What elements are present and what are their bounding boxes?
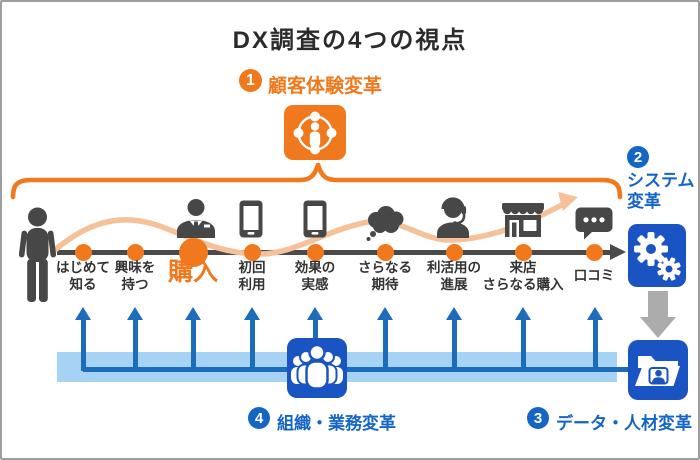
- gears-icon-glyph: [634, 232, 681, 281]
- data-flow-line: [83, 367, 630, 372]
- perspective4-number-badge: 4: [248, 407, 270, 429]
- experience-wave-icon: [52, 192, 578, 257]
- timeline-line: [57, 250, 612, 255]
- up-arrow-icon: [244, 307, 260, 371]
- up-arrow-icon: [587, 307, 603, 371]
- stage-label-kyomi-motsu: 興味を 持つ: [114, 260, 156, 292]
- up-arrow-icon: [185, 307, 201, 371]
- timeline-dot: [376, 244, 394, 261]
- customer-person-icon: [19, 207, 56, 302]
- stage-label-koka-jikkan: 効果の 実感: [294, 260, 336, 292]
- up-arrow-icon: [446, 307, 462, 371]
- perspective1-number-badge: 1: [239, 69, 262, 92]
- customer-centric-icon: [284, 105, 346, 160]
- perspective2-number-badge: 2: [627, 146, 649, 168]
- system-gears-icon: [628, 224, 686, 287]
- people-group-icon-glyph: [291, 343, 343, 390]
- perspective3-label: データ・人材変革: [556, 414, 692, 433]
- stage-label-saranaru-kitai: さらなる 期待: [358, 260, 412, 292]
- stage-label-hajimete-shiru: はじめて 知る: [56, 260, 110, 292]
- up-arrow-icon: [377, 307, 393, 371]
- organization-people-icon: [287, 338, 347, 398]
- up-arrow-icon: [75, 307, 91, 371]
- perspective1-label: 顧客体験変革: [268, 76, 383, 97]
- timeline-arrowhead-icon: [610, 244, 626, 260]
- perspective2-label-line2: 変革: [627, 192, 661, 211]
- smartphone-icon: [239, 200, 263, 238]
- up-arrow-icon: [127, 307, 143, 371]
- smartphone-icon: [303, 200, 327, 238]
- stage-label-shokai-riyo: 初回 利用: [238, 260, 266, 292]
- speech-bubble-icon: [575, 207, 613, 240]
- support-agent-icon: [437, 197, 469, 238]
- store-icon: [502, 203, 544, 237]
- thought-cloud-icon: [366, 206, 404, 241]
- up-arrow-icon: [515, 307, 531, 371]
- perspective2-label-line1: システム: [627, 171, 695, 190]
- businessman-icon: [177, 199, 215, 238]
- timeline-dot: [126, 244, 144, 261]
- perspective4-label: 組織・業務変革: [277, 414, 396, 433]
- stage-label-konyu: 購入: [167, 258, 218, 286]
- timeline-dot: [243, 244, 261, 261]
- timeline-dot: [445, 244, 463, 261]
- data-folder-icon: [628, 340, 688, 400]
- stage-label-kuchikomi: 口コミ: [573, 268, 615, 283]
- timeline-dot-purchase: [178, 238, 208, 267]
- folder-person-icon-glyph: [635, 356, 680, 386]
- brace-icon: [10, 162, 623, 200]
- stage-label-raiten-konyu: 来店 さらなる購入: [482, 260, 564, 292]
- perspective2-label: システム 変革: [627, 170, 695, 212]
- stage-label-rikatsuyo-shinten: 利活用の 進展: [427, 260, 481, 292]
- customer-centric-icon-glyph: [293, 111, 337, 154]
- timeline-dot: [306, 244, 324, 261]
- timeline-dot: [585, 244, 603, 261]
- timeline-dot: [514, 244, 532, 261]
- perspective3-number-badge: 3: [527, 407, 549, 429]
- page-title: DX調査の4つの視点: [232, 27, 468, 54]
- timeline-dot: [74, 244, 92, 261]
